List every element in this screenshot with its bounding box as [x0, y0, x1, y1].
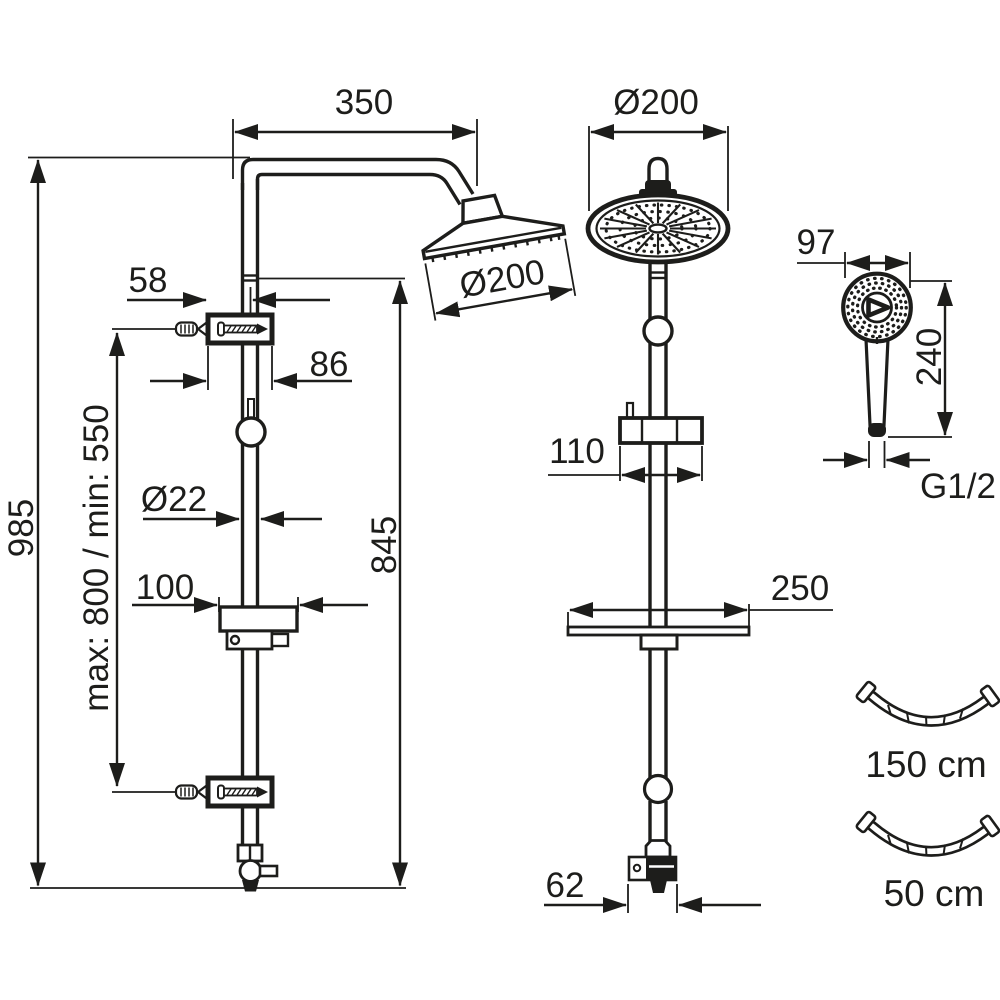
slider-knob-front	[642, 315, 674, 347]
spray-mode-selector	[866, 297, 891, 318]
slider-knob-side	[235, 398, 267, 448]
shower-arm	[240, 157, 475, 206]
wall-bracket-lower	[112, 778, 272, 806]
dim-head-diameter-side-label: Ø200	[457, 252, 548, 305]
dim-shelf-width-label: 250	[771, 569, 829, 608]
overhead-shower-front	[585, 156, 731, 265]
dim-hand-length-label: 240	[910, 328, 949, 386]
dim-rail-height: 845	[258, 277, 408, 887]
hose-150: 150 cm	[855, 680, 1000, 785]
column-pipe-front	[642, 261, 674, 843]
side-view: Ø200 350 985 max: 800 / min: 550 845	[2, 83, 577, 892]
dim-pipe-diameter: Ø22	[141, 480, 322, 527]
hose-fitting	[855, 810, 877, 834]
rail-pipe	[240, 179, 260, 845]
dim-valve-width: 62	[544, 866, 761, 913]
dim-bracket-depth: 86	[150, 345, 352, 390]
soap-dish-front	[566, 625, 751, 651]
hose-50-label: 50 cm	[884, 873, 985, 914]
hose-150-label: 150 cm	[865, 744, 986, 785]
hose-50: 50 cm	[855, 810, 1000, 914]
hand-shower-handle	[864, 337, 890, 427]
dim-valve-width-label: 62	[546, 866, 585, 905]
hand-shower	[841, 271, 913, 437]
dim-bracket-depth-label: 86	[310, 345, 349, 384]
hand-shower-inlet-cap	[868, 423, 886, 437]
dim-hand-head-width-label: 97	[797, 223, 836, 262]
dim-bracket-width: 110	[548, 432, 703, 483]
dim-shelf-depth-label: 100	[136, 568, 194, 607]
inlet-connector-side	[236, 843, 279, 892]
wall-bracket-upper	[112, 315, 272, 343]
front-view: Ø200	[544, 83, 833, 913]
overhead-shower-side: Ø200	[421, 193, 577, 321]
hoses: 150 cm 50 cm	[855, 680, 1000, 914]
hose-fitting	[855, 680, 877, 704]
dim-hand-length: 240	[888, 280, 953, 438]
hose-segments	[887, 834, 964, 857]
dim-shelf-depth: 100	[132, 568, 368, 613]
dim-shelf-width: 250	[567, 569, 833, 626]
dim-head-diameter-front-label: Ø200	[613, 83, 699, 122]
hose-segments	[887, 704, 964, 727]
slider-bracket-front	[618, 401, 704, 445]
dim-install-height: max: 800 / min: 550	[77, 332, 125, 787]
spray-spokes	[600, 202, 716, 255]
hose-fitting	[979, 814, 1000, 838]
dim-total-height-label: 985	[2, 499, 41, 557]
dim-hand-thread: G1/2	[823, 441, 996, 506]
nozzle-ticks	[431, 234, 561, 263]
dim-arm-reach: 350	[232, 83, 478, 186]
dim-bracket-offset: 58	[127, 261, 330, 316]
diverter-valve-front	[627, 839, 678, 893]
soap-dish-side	[218, 605, 299, 651]
dim-install-height-label: max: 800 / min: 550	[77, 404, 116, 711]
dim-rail-height-label: 845	[365, 516, 404, 574]
dim-total-height: 985	[2, 156, 406, 889]
dim-arm-reach-label: 350	[335, 83, 393, 122]
dim-hand-head-width: 97	[797, 223, 911, 288]
hand-shower-view: 97 240 G1/2	[797, 223, 996, 506]
dim-bracket-width-label: 110	[549, 432, 605, 471]
dim-bracket-offset-label: 58	[129, 261, 168, 300]
lower-ball-joint	[642, 773, 674, 805]
dim-hand-thread-label: G1/2	[920, 467, 996, 506]
dim-head-diameter-front: Ø200	[588, 83, 729, 211]
dim-pipe-diameter-label: Ø22	[141, 480, 207, 519]
hose-fitting	[979, 684, 1000, 708]
